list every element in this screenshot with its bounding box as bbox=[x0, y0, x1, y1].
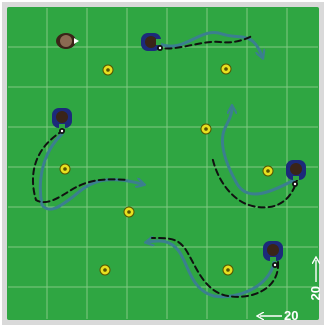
cone bbox=[60, 164, 70, 174]
cone bbox=[201, 124, 211, 134]
cone bbox=[124, 207, 134, 217]
cone bbox=[263, 166, 273, 176]
cone bbox=[223, 265, 233, 275]
cone bbox=[103, 65, 113, 75]
field bbox=[7, 7, 319, 320]
width-label: 20 bbox=[284, 308, 298, 323]
cone bbox=[100, 265, 110, 275]
height-label: 20 bbox=[308, 286, 323, 300]
cone bbox=[221, 64, 231, 74]
